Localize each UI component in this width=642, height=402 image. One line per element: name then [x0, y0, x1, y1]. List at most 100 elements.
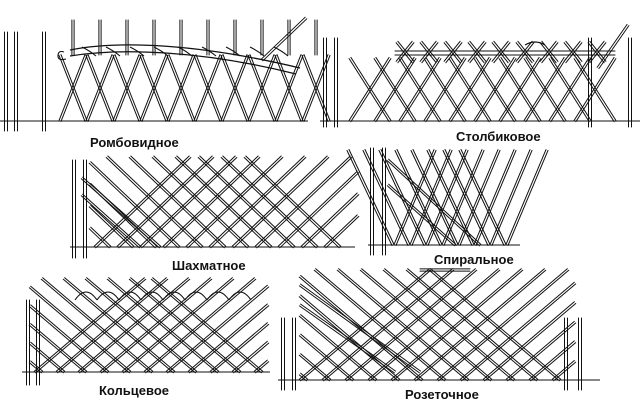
upright-stake	[281, 317, 285, 391]
rod	[88, 226, 112, 249]
rod	[112, 54, 142, 122]
caption-rhombic: Ромбовидное	[90, 135, 179, 150]
rod	[373, 56, 417, 123]
upright-stake	[578, 317, 582, 391]
rod	[348, 56, 392, 123]
rod	[528, 340, 577, 382]
upright-stake	[42, 31, 46, 132]
rhombic-weave-drawing	[0, 16, 331, 132]
long-rod	[298, 303, 397, 374]
rod	[287, 19, 291, 56]
rod	[112, 54, 142, 122]
long-rod	[386, 158, 482, 247]
rod	[151, 155, 250, 249]
rod	[473, 56, 517, 123]
rod	[548, 56, 592, 123]
rod	[40, 277, 154, 374]
band-cross	[515, 40, 535, 64]
rod	[367, 268, 501, 382]
rod	[274, 54, 304, 122]
free-rod-end	[596, 23, 630, 70]
upright-stake	[83, 159, 87, 259]
rod	[85, 54, 115, 122]
band-cross	[539, 40, 559, 64]
rod	[423, 56, 467, 123]
rod	[301, 54, 331, 122]
rod	[220, 54, 250, 122]
rod	[344, 268, 478, 382]
ring-weave-drawing	[22, 277, 270, 386]
rod	[208, 155, 307, 249]
long-rod	[298, 283, 422, 374]
rod	[193, 54, 223, 122]
rod	[413, 268, 547, 382]
rod	[260, 19, 264, 56]
rod	[185, 155, 284, 249]
rod	[139, 155, 238, 249]
rosette-weave-drawing	[278, 268, 600, 391]
band-cross	[467, 40, 487, 64]
rod	[84, 277, 198, 374]
rod	[505, 149, 549, 246]
rod	[473, 56, 517, 123]
rod	[106, 277, 220, 374]
braid-twist	[201, 46, 217, 57]
rod	[197, 155, 296, 249]
rod	[398, 56, 442, 123]
rod	[28, 360, 44, 374]
upright-stake	[72, 159, 76, 259]
rod	[179, 19, 183, 56]
rod	[28, 323, 88, 374]
braid-twist	[129, 46, 145, 57]
rod	[125, 19, 129, 56]
rod	[523, 56, 567, 123]
rod	[88, 204, 135, 249]
rod	[298, 353, 332, 382]
ring-arc	[162, 291, 186, 301]
rod	[498, 56, 542, 123]
band-cross	[563, 40, 583, 64]
rod	[323, 214, 360, 249]
rod	[193, 54, 223, 122]
rod	[548, 56, 592, 123]
band-cross	[563, 40, 583, 64]
rod	[166, 54, 196, 122]
ring-arc	[140, 291, 164, 301]
rod	[220, 54, 250, 122]
rod	[373, 56, 417, 123]
caption-spiral: Спиральное	[434, 252, 514, 267]
rod	[382, 268, 516, 382]
rod	[253, 359, 270, 374]
rod	[336, 268, 470, 382]
rod	[523, 56, 567, 123]
rod	[448, 56, 492, 123]
ring-arc	[184, 291, 208, 301]
rod	[313, 268, 447, 382]
free-rod-end	[260, 16, 308, 62]
rod	[346, 149, 395, 246]
rod	[428, 268, 562, 382]
ring-arc	[96, 291, 120, 301]
band-cross	[419, 40, 439, 64]
rod	[458, 149, 507, 246]
caption-column: Столбиковое	[456, 129, 541, 144]
rod	[247, 54, 277, 122]
rod	[231, 340, 270, 374]
braid-twist	[273, 46, 289, 57]
rod	[28, 304, 110, 374]
rod	[243, 155, 342, 249]
checker-weave-drawing	[70, 155, 360, 259]
rod	[298, 372, 309, 382]
braid-loop	[57, 50, 67, 61]
rod	[405, 268, 539, 382]
rod	[85, 54, 115, 122]
rod	[573, 56, 617, 123]
rod	[498, 56, 542, 123]
ring-arc	[228, 291, 252, 301]
rod	[62, 277, 176, 374]
rod	[390, 268, 524, 382]
rod	[116, 155, 215, 249]
column-weave-drawing	[320, 23, 640, 128]
band-cross	[395, 40, 415, 64]
rod	[139, 54, 169, 122]
